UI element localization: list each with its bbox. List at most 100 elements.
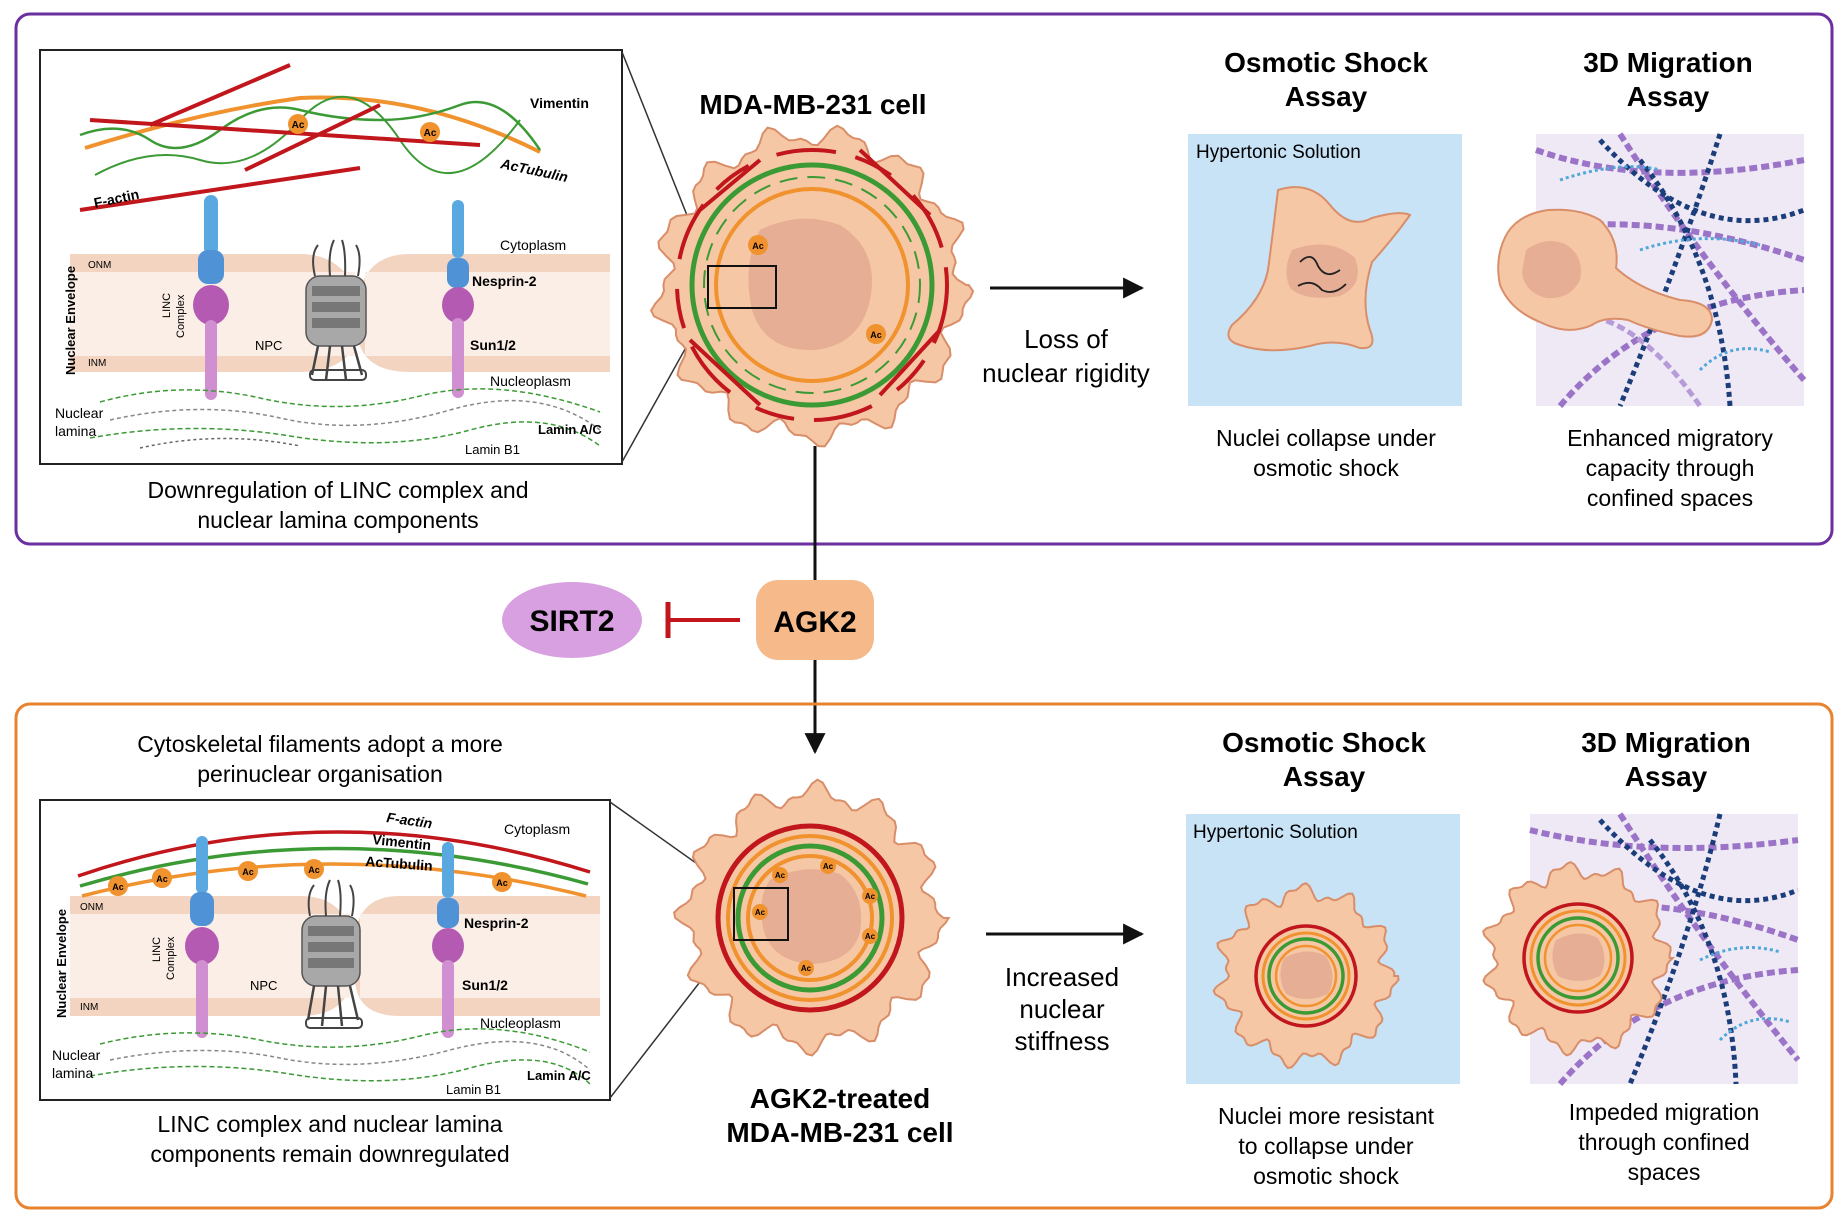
svg-text:stiffness: stiffness (1015, 1026, 1110, 1056)
label-linc: LINC (161, 293, 173, 318)
label-nuclear-envelope: Nuclear Envelope (63, 266, 78, 375)
svg-text:Ac: Ac (801, 964, 812, 973)
bottom-linc-left (185, 836, 219, 1038)
top-panel-border (14, 12, 1834, 546)
svg-text:Ac: Ac (870, 330, 882, 340)
svg-text:components remain downregulate: components remain downregulated (150, 1141, 509, 1167)
label-lamin-ac: Lamin A/C (538, 422, 602, 437)
label-onm: ONM (80, 902, 103, 913)
svg-text:Ac: Ac (823, 862, 834, 871)
svg-text:Assay: Assay (1625, 761, 1708, 792)
bottom-arrow-label: Increased (1005, 962, 1119, 992)
bottom-linc-right (432, 842, 464, 1038)
svg-text:through confined: through confined (1578, 1129, 1749, 1155)
bottom-cell (673, 778, 951, 1057)
top-inset-caption: Downregulation of LINC complex and (148, 477, 529, 503)
svg-text:Assay: Assay (1627, 81, 1710, 112)
label-sun: Sun1/2 (470, 337, 516, 353)
svg-text:Ac: Ac (112, 882, 124, 892)
linc-complex-left (193, 195, 229, 400)
svg-text:MDA-MB-231 cell: MDA-MB-231 cell (726, 1117, 953, 1148)
impeded-cell (1482, 860, 1676, 1057)
bottom-header: Cytoskeletal filaments adopt a more (137, 731, 503, 757)
agk2-label: AGK2 (773, 606, 856, 639)
label-nuclear-envelope: Nuclear Envelope (54, 909, 69, 1018)
svg-text:Complex: Complex (175, 294, 187, 338)
label-nucleoplasm: Nucleoplasm (490, 373, 571, 389)
svg-text:Ac: Ac (865, 932, 876, 941)
label-onm: ONM (88, 260, 111, 271)
bottom-nuclear-lamina (89, 1028, 591, 1085)
bottom-osmotic-title: Osmotic Shock (1222, 727, 1426, 758)
top-zoom-box (707, 265, 777, 309)
svg-text:perinuclear organisation: perinuclear organisation (197, 761, 443, 787)
label-factin: F-actin (386, 809, 434, 831)
bottom-cell-ac-badges (752, 858, 878, 976)
top-hypertonic-label: Hypertonic Solution (1196, 142, 1361, 163)
top-cytoskeleton (79, 63, 542, 212)
label-inm: INM (88, 358, 106, 369)
svg-text:Ac: Ac (308, 865, 320, 875)
bottom-migration-caption: Impeded migration (1569, 1099, 1760, 1125)
top-nuclear-lamina (89, 388, 601, 449)
label-nucleoplasm: Nucleoplasm (480, 1015, 561, 1031)
label-npc: NPC (250, 978, 277, 993)
bottom-npc-structure (301, 879, 363, 1029)
svg-text:nuclear rigidity: nuclear rigidity (982, 358, 1150, 388)
label-lamin-b1: Lamin B1 (446, 1082, 501, 1097)
bottom-cytoskeleton (77, 830, 591, 898)
label-nuclear-lamina: Nuclear (52, 1047, 101, 1063)
top-arrow-label: Loss of (1024, 324, 1109, 354)
ac-badge (748, 235, 768, 255)
svg-text:lamina: lamina (55, 423, 96, 439)
svg-text:to collapse under: to collapse under (1238, 1133, 1414, 1159)
label-cytoplasm: Cytoplasm (504, 821, 570, 837)
bottom-cell-title: AGK2-treated (750, 1083, 930, 1114)
top-cell (649, 124, 975, 448)
label-npc: NPC (255, 338, 282, 353)
npc-structure (305, 239, 367, 381)
sirt2-label: SIRT2 (529, 605, 614, 638)
bottom-inset-caption: LINC complex and nuclear lamina (157, 1111, 502, 1137)
svg-text:Ac: Ac (755, 908, 766, 917)
label-sun: Sun1/2 (462, 977, 508, 993)
label-lamin-ac: Lamin A/C (527, 1068, 591, 1083)
svg-text:LINC: LINC (151, 937, 163, 962)
ac-badge (288, 114, 308, 134)
bottom-osmotic-caption: Nuclei more resistant (1218, 1103, 1435, 1129)
label-vimentin: Vimentin (372, 831, 432, 853)
svg-text:Ac: Ac (775, 871, 786, 880)
top-osmotic-caption: Nuclei collapse under (1216, 425, 1436, 451)
top-migration-title: 3D Migration (1583, 47, 1753, 78)
bottom-ecm-fibers (1529, 812, 1801, 1086)
agk2-node (756, 580, 874, 660)
bottom-migration-title: 3D Migration (1581, 727, 1751, 758)
svg-text:lamina: lamina (52, 1065, 93, 1081)
svg-text:Ac: Ac (424, 128, 437, 139)
svg-text:capacity through: capacity through (1586, 455, 1755, 481)
svg-text:Ac: Ac (865, 892, 876, 901)
svg-text:Ac: Ac (292, 120, 305, 131)
svg-text:Ac: Ac (752, 241, 764, 251)
svg-text:Ac: Ac (156, 874, 168, 884)
bottom-zoom-box (733, 887, 789, 941)
svg-text:Ac: Ac (242, 867, 254, 877)
label-inm: INM (80, 1002, 98, 1013)
label-cytoplasm: Cytoplasm (500, 237, 566, 253)
svg-text:Assay: Assay (1283, 761, 1366, 792)
svg-text:nuclear: nuclear (1019, 994, 1105, 1024)
bottom-panel-border (14, 702, 1834, 1210)
label-lamin-b1: Lamin B1 (465, 442, 520, 457)
label-nesprin: Nesprin-2 (464, 915, 529, 931)
label-nuclear-lamina: Nuclear (55, 405, 104, 421)
resistant-cell (1212, 882, 1400, 1069)
svg-text:confined spaces: confined spaces (1587, 485, 1753, 511)
label-nesprin: Nesprin-2 (472, 273, 537, 289)
label-actubulin: AcTubulin (365, 853, 433, 874)
top-migration-caption: Enhanced migratory (1567, 425, 1773, 451)
sirt2-node (502, 582, 642, 658)
bottom-hypertonic-label: Hypertonic Solution (1193, 822, 1358, 843)
top-cell-title: MDA-MB-231 cell (699, 89, 926, 120)
svg-text:nuclear lamina components: nuclear lamina components (197, 507, 478, 533)
